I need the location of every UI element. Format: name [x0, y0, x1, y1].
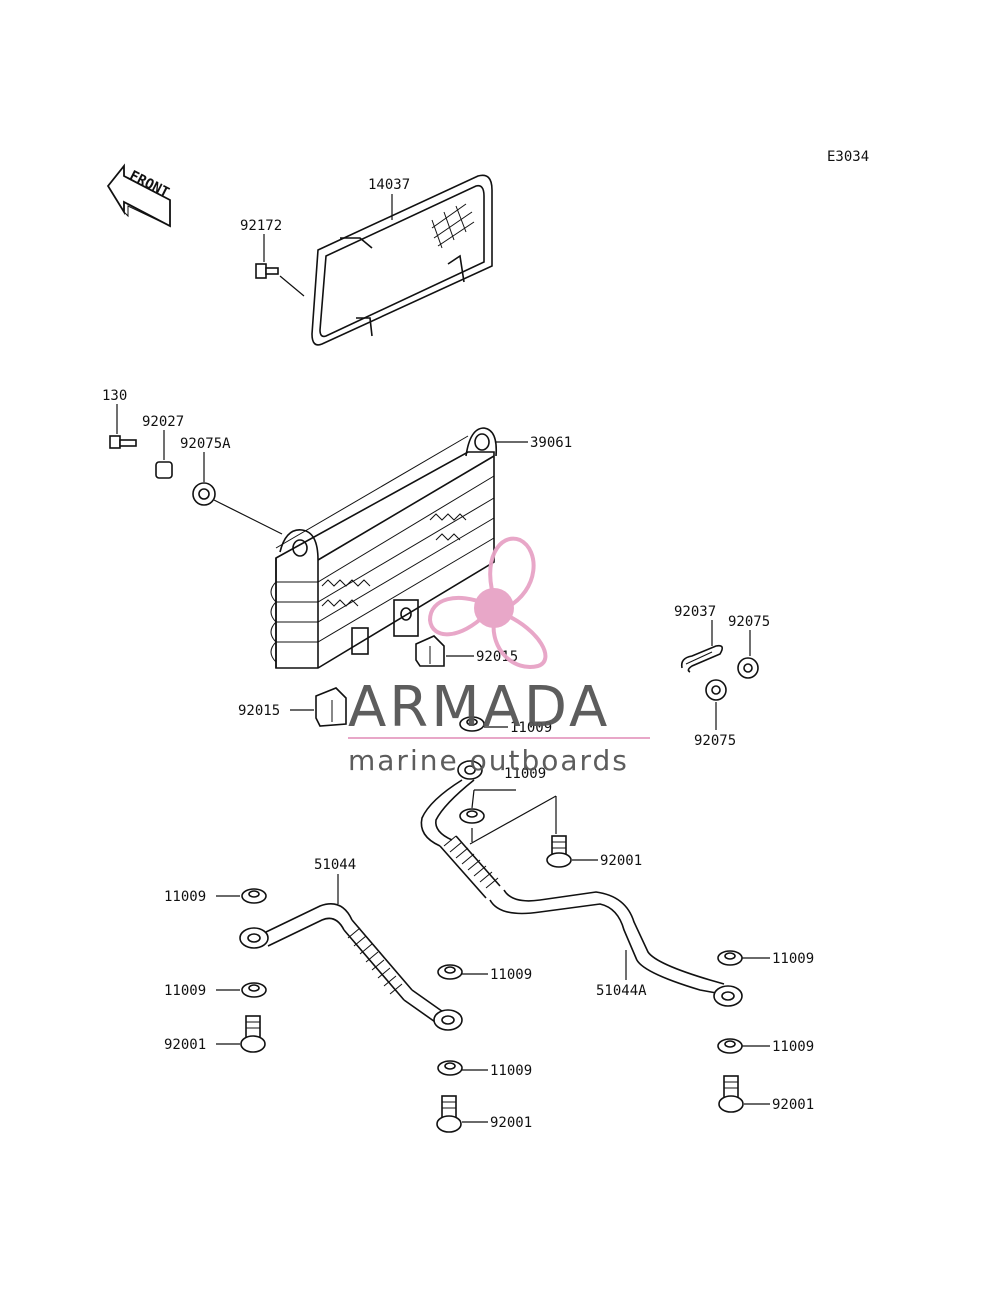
- clip-92015-upper-part: [415, 635, 445, 667]
- banjo-bolt-92001-b-part: [240, 1015, 266, 1053]
- propeller-logo-icon: [427, 536, 548, 669]
- washer-11009-g-part: [717, 950, 743, 966]
- washer-11009-d-part: [241, 982, 267, 998]
- callout-92001-c: 92001: [490, 1115, 532, 1131]
- oil-pipe-51044-part: [239, 903, 463, 1031]
- callout-92037: 92037: [674, 604, 716, 620]
- watermark: ARMADA marine outboards: [348, 536, 650, 777]
- callout-92075-upper: 92075: [728, 614, 770, 630]
- watermark-brand: ARMADA: [348, 675, 610, 740]
- callout-92001-a: 92001: [600, 853, 642, 869]
- watermark-tagline: marine outboards: [348, 744, 629, 777]
- clip-92037-part: [680, 644, 724, 673]
- washer-11009-f-part: [437, 1060, 463, 1076]
- callout-11009-b: 11009: [504, 766, 546, 782]
- cover-guard-part: [311, 174, 493, 346]
- callout-11009-d: 11009: [164, 983, 206, 999]
- callout-11009-f: 11009: [490, 1063, 532, 1079]
- grommet-92075A-part: [192, 482, 216, 506]
- diagram-code: E3034: [827, 149, 869, 165]
- grommet-92075-lower-part: [705, 679, 727, 701]
- callout-92027: 92027: [142, 414, 184, 430]
- callout-51044: 51044: [314, 857, 356, 873]
- grommet-92075-upper-part: [737, 657, 759, 679]
- callout-51044A: 51044A: [596, 983, 647, 999]
- callout-92075A: 92075A: [180, 436, 231, 452]
- washer-11009-a-part: [459, 716, 485, 732]
- washer-11009-c-part: [241, 888, 267, 904]
- oil-pipe-51044A-part: [420, 760, 743, 1007]
- oil-cooler-part: [270, 427, 498, 669]
- banjo-bolt-92001-a-part: [546, 835, 572, 868]
- screw-92172-part: [255, 263, 279, 279]
- washer-11009-h-part: [717, 1038, 743, 1054]
- clip-92015-lower-part: [315, 687, 347, 727]
- callout-92015-lower: 92015: [238, 703, 280, 719]
- callout-92075-lower: 92075: [694, 733, 736, 749]
- callout-14037: 14037: [368, 177, 410, 193]
- callout-130: 130: [102, 388, 127, 404]
- collar-92027-part: [155, 461, 173, 479]
- callout-11009-a: 11009: [510, 720, 552, 736]
- callout-92001-d: 92001: [772, 1097, 814, 1113]
- callout-11009-c: 11009: [164, 889, 206, 905]
- banjo-bolt-92001-c-part: [436, 1095, 462, 1133]
- front-arrow-icon: FRONT: [106, 163, 172, 228]
- callout-92001-b: 92001: [164, 1037, 206, 1053]
- callout-11009-h: 11009: [772, 1039, 814, 1055]
- bolt-130-part: [109, 435, 137, 449]
- callout-11009-g: 11009: [772, 951, 814, 967]
- washer-11009-b-part: [459, 808, 485, 824]
- callout-11009-e: 11009: [490, 967, 532, 983]
- callout-92172: 92172: [240, 218, 282, 234]
- banjo-bolt-92001-d-part: [718, 1075, 744, 1113]
- callout-39061: 39061: [530, 435, 572, 451]
- washer-11009-e-part: [437, 964, 463, 980]
